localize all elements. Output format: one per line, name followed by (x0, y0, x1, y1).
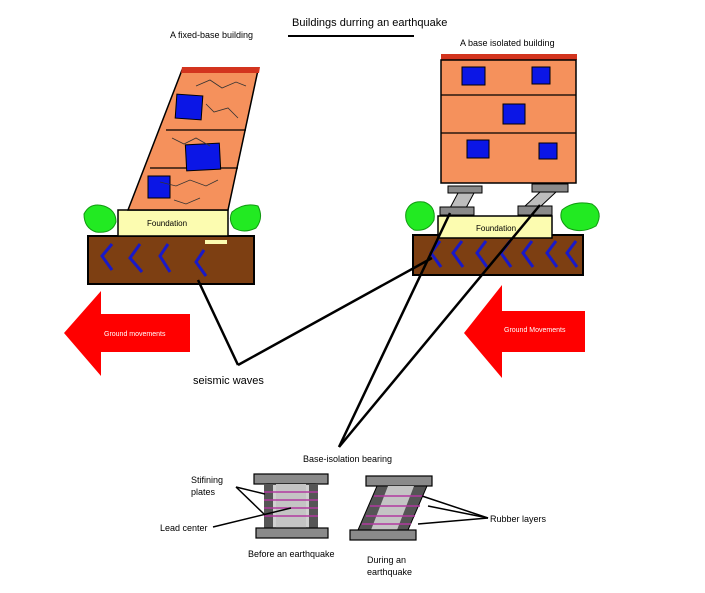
bush-right-2 (560, 202, 600, 232)
small-bearing-2 (517, 183, 569, 216)
rubber-layers-label: Rubber layers (490, 514, 547, 524)
foundation-left-label: Foundation (147, 219, 187, 228)
before-side-right (309, 484, 318, 528)
stiffening-plates-label-2: plates (191, 487, 216, 497)
iso-window-4 (466, 139, 490, 159)
bearing-label: Base-isolation bearing (303, 454, 392, 464)
diagram-title: Buildings durring an earthquake (292, 17, 447, 29)
callout-lines (196, 204, 541, 448)
during-caption-1: During an (367, 555, 406, 565)
fixed-base-label: A fixed-base building (170, 30, 253, 40)
iso-window-5 (538, 142, 558, 160)
stiffening-plates-label-1: Stifining (191, 475, 223, 485)
bush-left-2 (229, 204, 262, 232)
foundation-left (117, 209, 229, 237)
lead-center-label: Lead center (160, 523, 208, 533)
small-bearing-1 (439, 185, 483, 216)
seismic-line-left (196, 279, 240, 366)
isolated-roof (441, 54, 577, 60)
during-caption-2: earthquake (367, 567, 412, 577)
isolated-building-group: A base isolated building Foundation (405, 38, 600, 378)
tilted-window-3 (147, 175, 171, 199)
soil-left (87, 235, 255, 285)
ground-movement-arrow-left (64, 291, 190, 376)
ground-movement-arrow-right (464, 285, 585, 378)
during-top-plate (365, 475, 433, 487)
iso-window-2 (531, 66, 551, 85)
foundation-right-label: Foundation (476, 224, 516, 233)
foundation-right (437, 215, 553, 239)
foundation-left-edge (205, 240, 227, 244)
detail-callout-lines (212, 486, 489, 528)
ground-movement-label-left: Ground movements (104, 331, 166, 338)
before-lead-core (276, 484, 306, 528)
bearing-line-1 (337, 212, 452, 448)
seismic-line-right (237, 256, 433, 367)
isolated-label: A base isolated building (460, 38, 555, 48)
building-cracks (159, 79, 247, 205)
during-rubber-lines (362, 495, 424, 525)
bush-right-1 (405, 201, 435, 231)
seismic-waves-label: seismic waves (193, 375, 264, 387)
before-bottom-plate (255, 527, 329, 539)
during-bottom-plate (349, 529, 417, 541)
iso-window-1 (461, 66, 486, 86)
tilted-window-2 (184, 142, 222, 172)
ground-movement-label-right: Ground Movements (504, 327, 566, 334)
bearing-line-2 (338, 204, 541, 448)
bush-left-1 (83, 204, 117, 233)
tilted-building-roof (181, 67, 260, 73)
before-side-left (264, 484, 273, 528)
during-core-inner (371, 486, 414, 530)
fixed-base-building-group: A fixed-base building Foundation (64, 30, 262, 376)
seismic-waves-left (100, 243, 208, 277)
bearing-during (349, 475, 433, 541)
bearing-before (253, 473, 329, 539)
iso-window-3 (502, 103, 526, 125)
before-top-plate (253, 473, 329, 485)
before-caption: Before an earthquake (248, 549, 335, 559)
tilted-window-1 (174, 93, 204, 121)
